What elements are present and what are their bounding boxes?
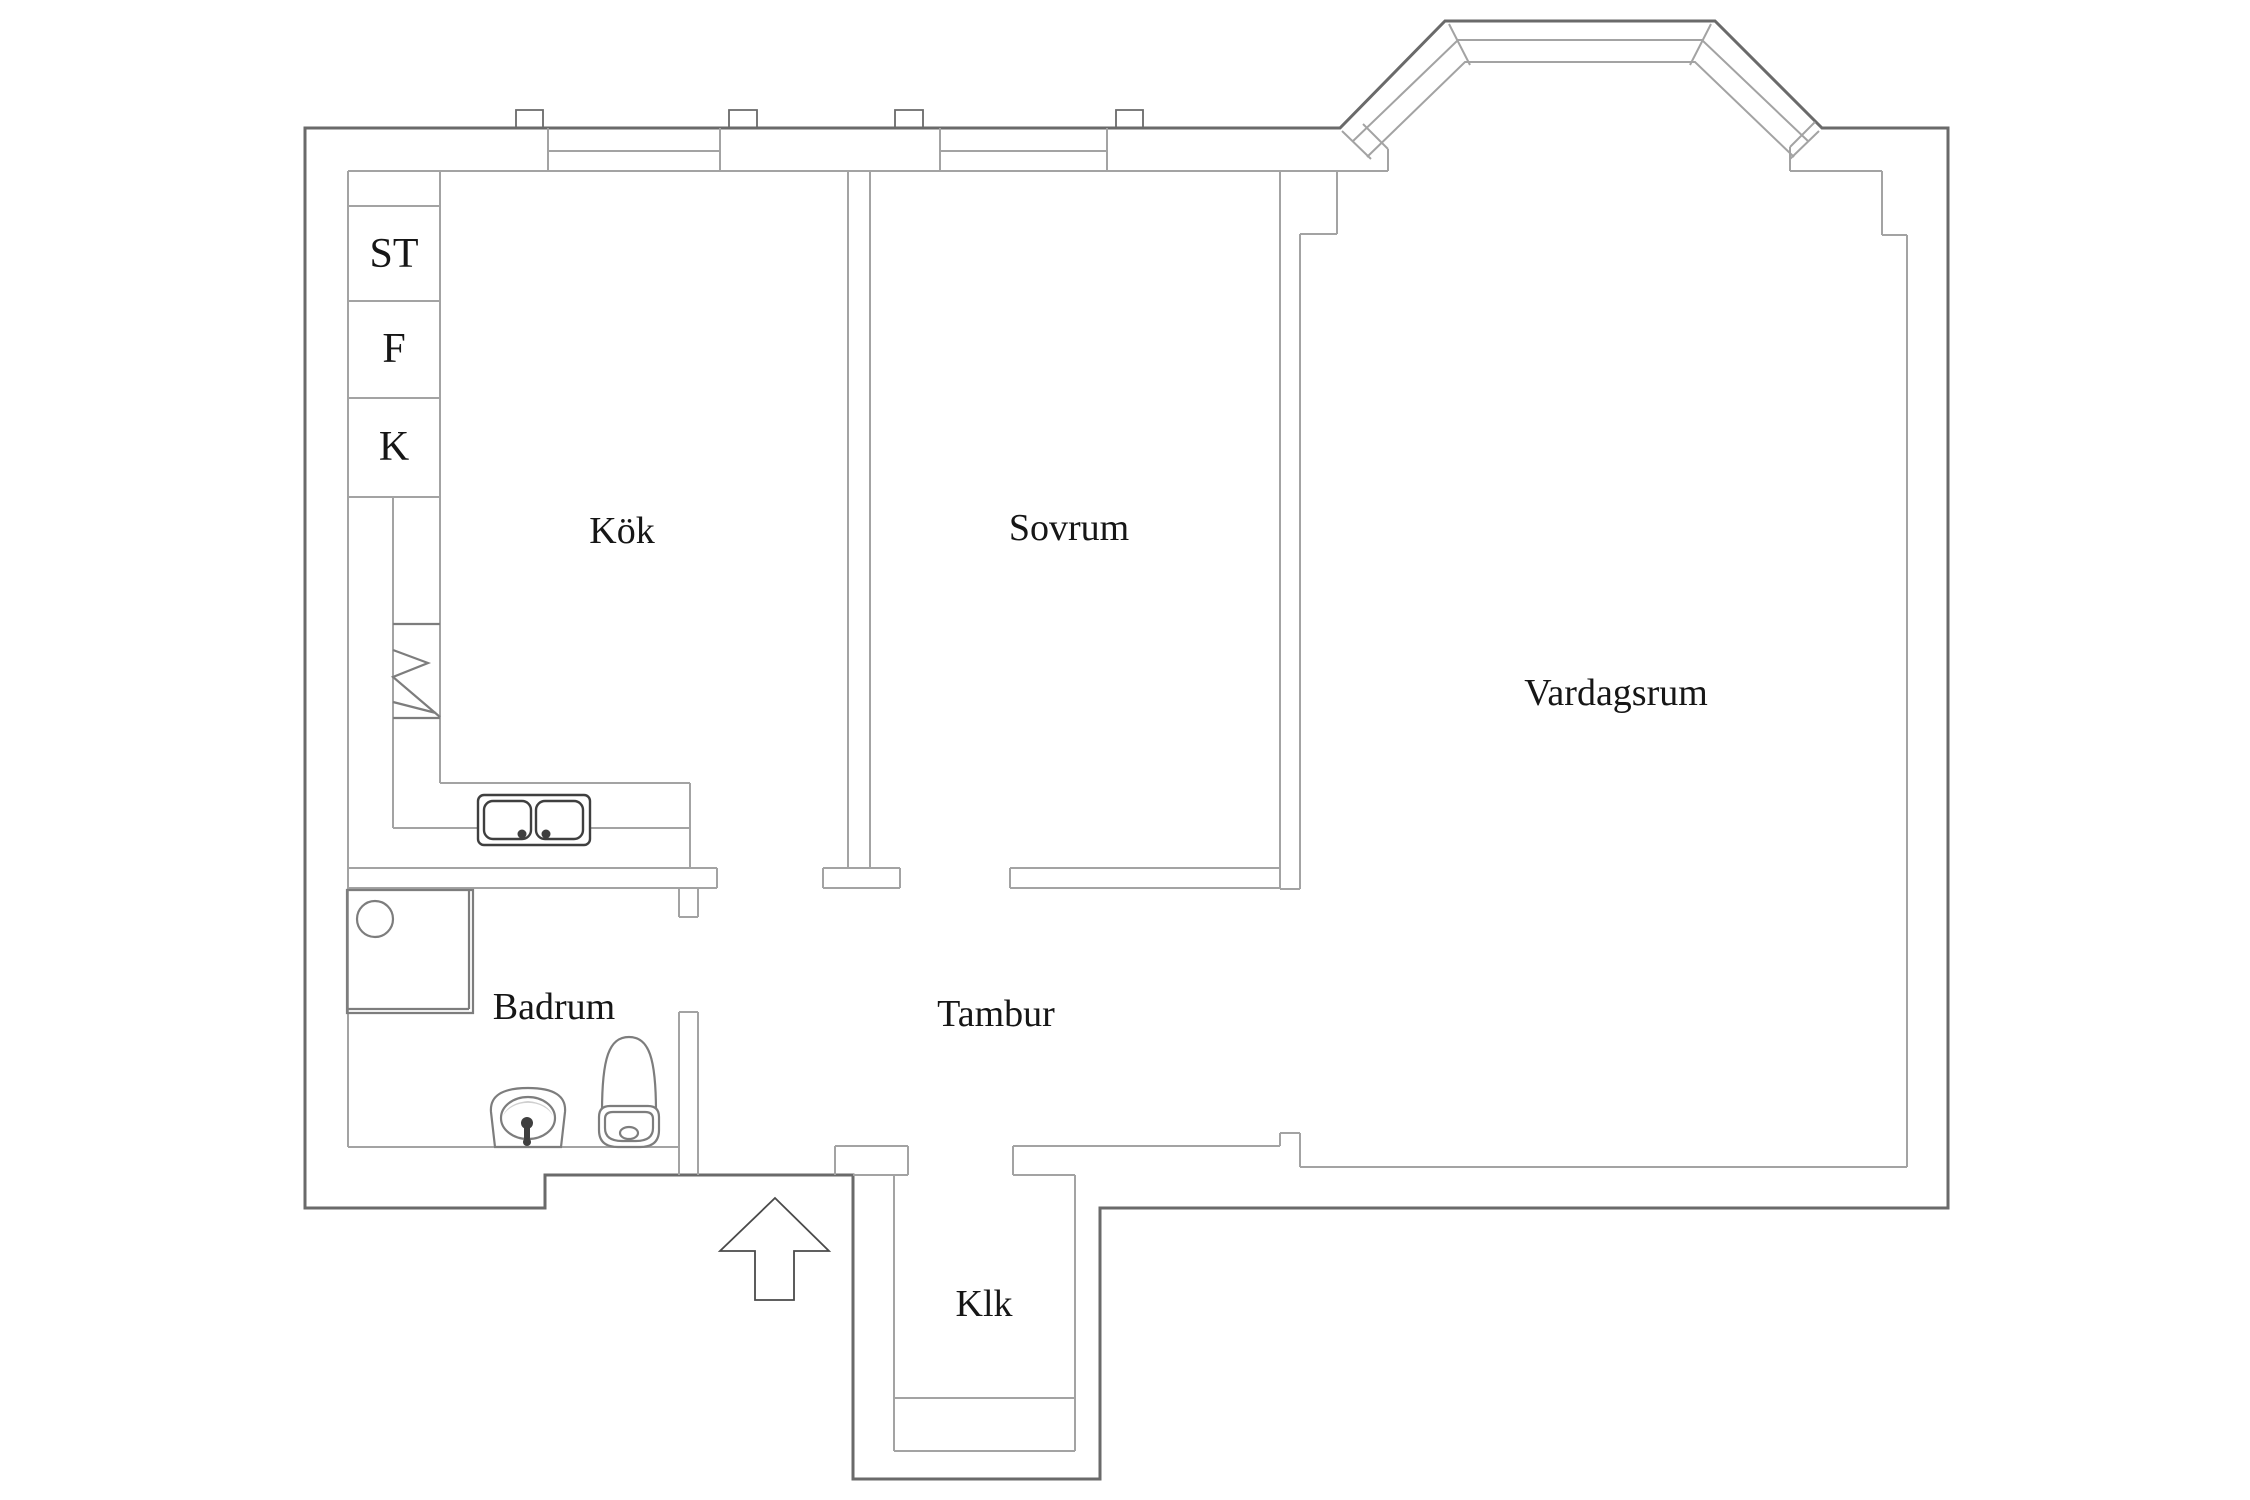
toilet-seat-inner [603, 1110, 655, 1143]
floor-drain-icon [355, 899, 395, 939]
toilet-outlet [618, 1125, 640, 1141]
room-label-tambur: Tambur [937, 993, 1055, 1035]
window-icon [547, 128, 1108, 171]
chimney-stack-icon [515, 109, 1144, 128]
interior-wall-lines [347, 121, 1908, 1452]
kitchen-fixtures [390, 622, 441, 720]
room-label-badrum: Badrum [493, 986, 615, 1028]
interior-walls [347, 23, 1908, 1452]
cabinet-label-st: ST [369, 231, 418, 277]
room-label-vardagsrum: Vardagsrum [1524, 672, 1708, 714]
bathroom-fixtures [345, 888, 661, 1149]
outer-wall-outline [303, 19, 1950, 1481]
washbasin-faucet [521, 1117, 533, 1146]
faucet-stem [524, 1123, 530, 1141]
room-label-sovrum: Sovrum [1009, 507, 1129, 549]
shower-icon [345, 888, 475, 1015]
exterior-walls [303, 19, 1950, 1481]
drain-dot-icon [541, 829, 551, 839]
sink-bowl-right [534, 799, 585, 841]
cabinet-label-k: K [379, 424, 409, 470]
drain-dot-icon [517, 829, 527, 839]
room-label-klk: Klk [956, 1283, 1013, 1325]
entrance-arrow-icon [717, 1196, 832, 1301]
sink-bowl-left [482, 799, 533, 841]
cabinet-label-f: F [382, 326, 405, 372]
entrance [717, 1196, 832, 1301]
basin-shade [503, 1101, 553, 1116]
room-label-kok: Kök [589, 510, 654, 552]
room-labels: ST F K Kök Sovrum Vardagsrum Badrum Tamb… [369, 231, 1707, 1325]
bay-window-icon [1341, 23, 1820, 160]
kitchen-sink-group [476, 793, 592, 847]
washbasin-shading [503, 1101, 553, 1116]
kitchen-counter [392, 497, 691, 868]
toilet-tank-icon [600, 1035, 658, 1114]
faucet-handle [523, 1138, 531, 1146]
stove-icon [390, 622, 441, 720]
kitchen-cabinet-row [348, 171, 441, 783]
kitchen-sink-drains [517, 829, 551, 839]
